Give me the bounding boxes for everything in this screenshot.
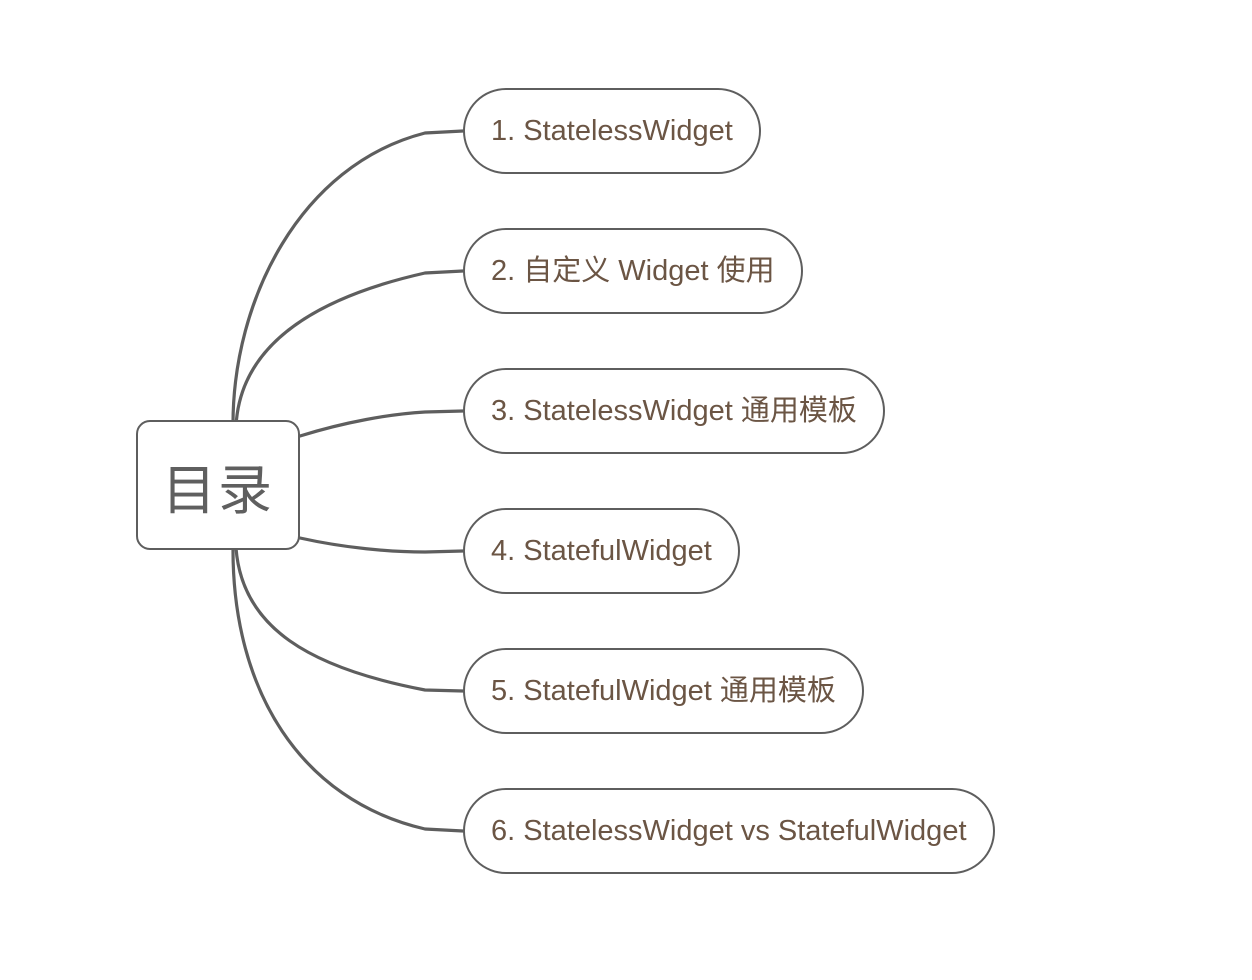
branch-node-label-4: 4. StatefulWidget <box>491 534 712 567</box>
mindmap-root-node[interactable]: 目录 <box>136 420 300 550</box>
connector-to-branch-3 <box>298 409 465 438</box>
mindmap-branch-node-6[interactable]: 6. StatelessWidget vs StatefulWidget <box>463 788 995 874</box>
branch-node-label-6: 6. StatelessWidget vs StatefulWidget <box>491 814 967 847</box>
mindmap-branch-node-1[interactable]: 1. StatelessWidget <box>463 88 761 174</box>
mindmap-branch-node-2[interactable]: 2. 自定义 Widget 使用 <box>463 228 803 314</box>
branch-node-label-1: 1. StatelessWidget <box>491 114 733 147</box>
root-node-label: 目录 <box>162 460 274 521</box>
mindmap-branch-node-4[interactable]: 4. StatefulWidget <box>463 508 740 594</box>
connector-to-branch-6 <box>231 548 465 833</box>
branch-node-label-5: 5. StatefulWidget 通用模板 <box>491 674 836 707</box>
mindmap-branch-node-3[interactable]: 3. StatelessWidget 通用模板 <box>463 368 885 454</box>
connector-to-branch-5 <box>234 546 465 693</box>
connector-to-branch-1 <box>231 129 465 426</box>
branch-node-label-2: 2. 自定义 Widget 使用 <box>491 254 775 287</box>
branch-node-label-3: 3. StatelessWidget 通用模板 <box>491 394 857 427</box>
connector-to-branch-2 <box>234 269 465 428</box>
mindmap-branch-node-5[interactable]: 5. StatefulWidget 通用模板 <box>463 648 864 734</box>
connector-to-branch-4 <box>298 536 465 554</box>
